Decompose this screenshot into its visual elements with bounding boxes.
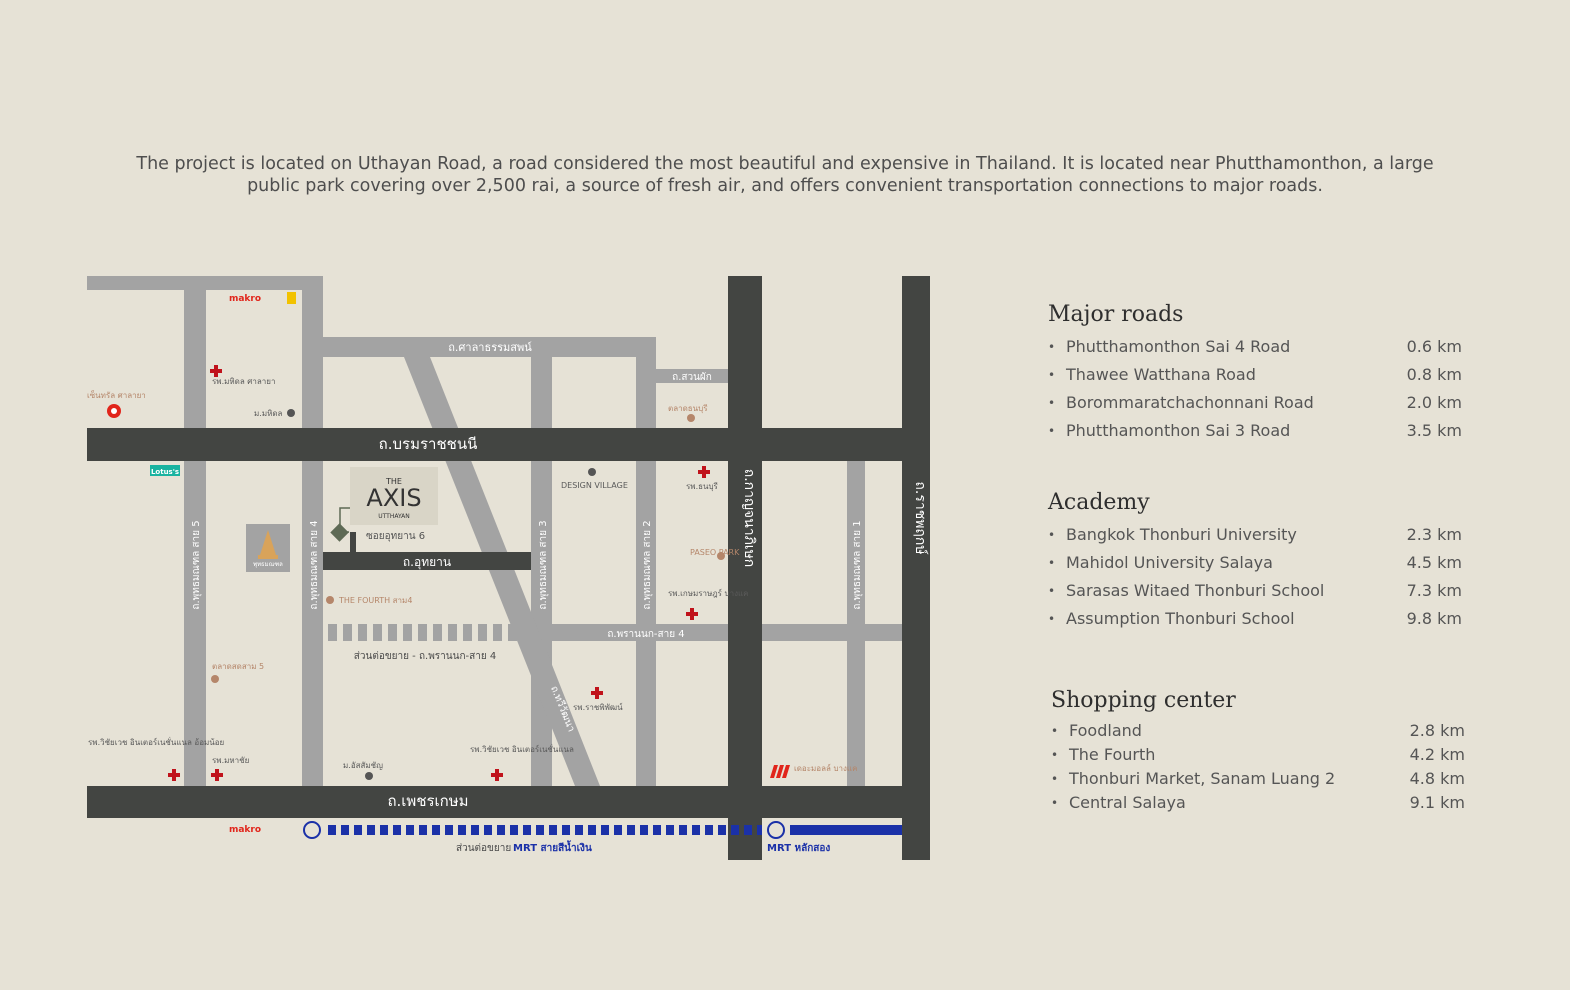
market-dot bbox=[687, 414, 695, 422]
road-label-phrannok: ถ.พรานนก-สาย 4 bbox=[607, 629, 684, 640]
university-dot bbox=[287, 409, 295, 417]
section-title: Major roads bbox=[1048, 302, 1184, 327]
label-mrt-station: MRT หลักสอง bbox=[767, 842, 830, 854]
label-market5: ตลาดสดสาม 5 bbox=[212, 662, 264, 671]
road-label-suanpak: ถ.สวนผัก bbox=[672, 372, 712, 383]
road-label-sai3: ถ.พุทธมณฑล สาย 3 bbox=[538, 520, 549, 609]
label-vichaivej-mid: รพ.วิชัยเวช อินเตอร์เนชั่นแนล bbox=[470, 743, 574, 754]
makro-top-logo: makro bbox=[229, 294, 261, 304]
hospital-icons bbox=[168, 365, 710, 781]
road-label-borom: ถ.บรมราชชนนี bbox=[379, 435, 478, 453]
road-label-sai1: ถ.พุทธมณฑล สาย 1 bbox=[852, 520, 863, 609]
hospital-icon bbox=[168, 769, 180, 781]
label-mahidol-univ: ม.มหิดล bbox=[254, 409, 283, 418]
label-rajpipat: รพ.ราชพิพัฒน์ bbox=[573, 702, 623, 712]
major-roads bbox=[87, 276, 930, 860]
hospital-icon bbox=[211, 769, 223, 781]
label-thonburi-market: ตลาดธนบุรี bbox=[668, 404, 708, 413]
label-thonburi-hosp: รพ.ธนบุรี bbox=[686, 482, 719, 491]
road-label-salathammasop: ถ.ศาลาธรรมสพน์ bbox=[448, 341, 532, 354]
mrt-line bbox=[303, 821, 902, 839]
hospital-icon bbox=[491, 769, 503, 781]
design-village-dot bbox=[588, 468, 596, 476]
paseo-dot bbox=[717, 552, 725, 560]
makro-bottom-logo: makro bbox=[229, 825, 261, 835]
project-marker: THE AXIS UTTHAYAN ซอยอุทยาน 6 bbox=[330, 467, 438, 552]
central-star-icon bbox=[107, 404, 121, 418]
label-fourth: THE FOURTH สาม4 bbox=[338, 596, 412, 605]
phutthamonthon-marker: พุทธมณฑล bbox=[246, 524, 290, 572]
svg-text:พุทธมณฑล: พุทธมณฑล bbox=[253, 561, 283, 568]
location-map: ถ.บรมราชชนนี ถ.เพชรเกษม ถ.อุทยาน ถ.ศาลาธ… bbox=[87, 276, 930, 860]
major-roads-section: Major roads Phutthamonthon Sai 4 Road0.6… bbox=[1048, 302, 1468, 445]
road-label-extension: ส่วนต่อขยาย - ถ.พรานนก-สาย 4 bbox=[354, 651, 496, 662]
label-kasem-hosp: รพ.เกษมราษฎร์ บางแค bbox=[668, 588, 749, 598]
road-label-sai2: ถ.พุทธมณฑล สาย 2 bbox=[642, 520, 653, 609]
assumption-dot bbox=[365, 772, 373, 780]
label-paseo: PASEO PARK bbox=[690, 548, 740, 557]
road-label-petkasem: ถ.เพชรเกษม bbox=[387, 792, 468, 810]
label-mrt-ext: ส่วนต่อขยาย bbox=[456, 843, 511, 854]
hospital-icon bbox=[698, 466, 710, 478]
extension-road bbox=[328, 624, 517, 641]
logo-axis: AXIS bbox=[366, 484, 421, 512]
label-design-village: DESIGN VILLAGE bbox=[561, 481, 628, 490]
label-the-mall: เดอะมอลล์ บางแค bbox=[794, 763, 857, 773]
road-label-sai5: ถ.พุทธมณฑล สาย 5 bbox=[191, 520, 202, 609]
fourth-dot bbox=[326, 596, 334, 604]
intro-text: The project is located on Uthayan Road, … bbox=[136, 153, 1434, 196]
hospital-icon bbox=[686, 608, 698, 620]
soi-label: ซอยอุทยาน 6 bbox=[366, 531, 425, 542]
logo-sub: UTTHAYAN bbox=[378, 513, 410, 520]
mall-icon bbox=[770, 765, 790, 778]
label-mahachai: รพ.มหาชัย bbox=[212, 756, 249, 765]
road-label-ratchaphruek: ถ.ราชพฤกษ์ bbox=[912, 481, 929, 555]
label-mahidol-hosp: รพ.มหิดล ศาลายา bbox=[212, 377, 275, 386]
lotus-logo bbox=[150, 465, 180, 476]
bigc-icon bbox=[287, 292, 296, 304]
label-assumption: ม.อัสสัมชัญ bbox=[343, 761, 383, 770]
label-central: เซ็นทรัล ศาลายา bbox=[87, 390, 146, 400]
label-vichaivej-left: รพ.วิชัยเวช อินเตอร์เนชั่นแนล อ้อมน้อย bbox=[88, 736, 224, 747]
section-title: Shopping center bbox=[1051, 688, 1236, 713]
market5-dot bbox=[211, 675, 219, 683]
svg-text:Lotus's: Lotus's bbox=[151, 468, 179, 476]
road-label-sai4: ถ.พุทธมณฑล สาย 4 bbox=[309, 520, 320, 609]
minor-roads bbox=[87, 276, 902, 786]
road-label-kanchana: ถ.กาญจนาภิเษก bbox=[741, 469, 757, 568]
hospital-icon bbox=[591, 687, 603, 699]
logo-the: THE bbox=[385, 477, 402, 486]
list-item: Thonburi Market, Sanam Luang 24.8 km bbox=[1051, 767, 1471, 791]
hospital-icon bbox=[210, 365, 222, 377]
section-title: Academy bbox=[1048, 490, 1150, 515]
label-mrt-blue: MRT สายสีน้ำเงิน bbox=[513, 840, 592, 854]
road-label-uthayan: ถ.อุทยาน bbox=[403, 555, 451, 570]
